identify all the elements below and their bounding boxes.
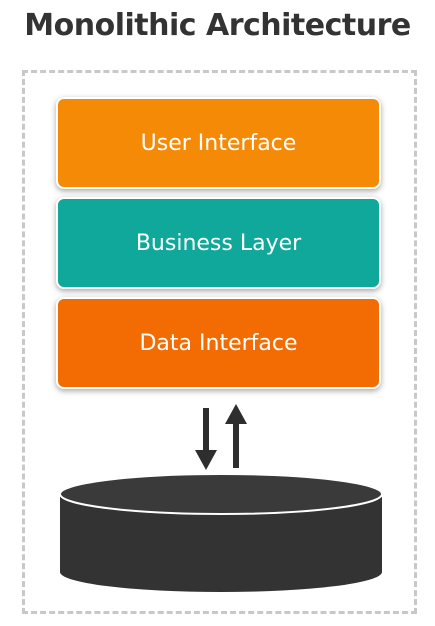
layer-business-layer: Business Layer (56, 197, 381, 289)
arrow-up-icon (225, 404, 247, 468)
layer-user-interface: User Interface (56, 97, 381, 189)
diagram-title: Monolithic Architecture (24, 8, 411, 43)
arrow-down-icon (195, 408, 217, 470)
layer-data-interface: Data Interface (56, 297, 381, 389)
monolith-boundary (22, 70, 417, 614)
database-icon (59, 473, 383, 592)
data-flow-arrows (195, 404, 247, 470)
